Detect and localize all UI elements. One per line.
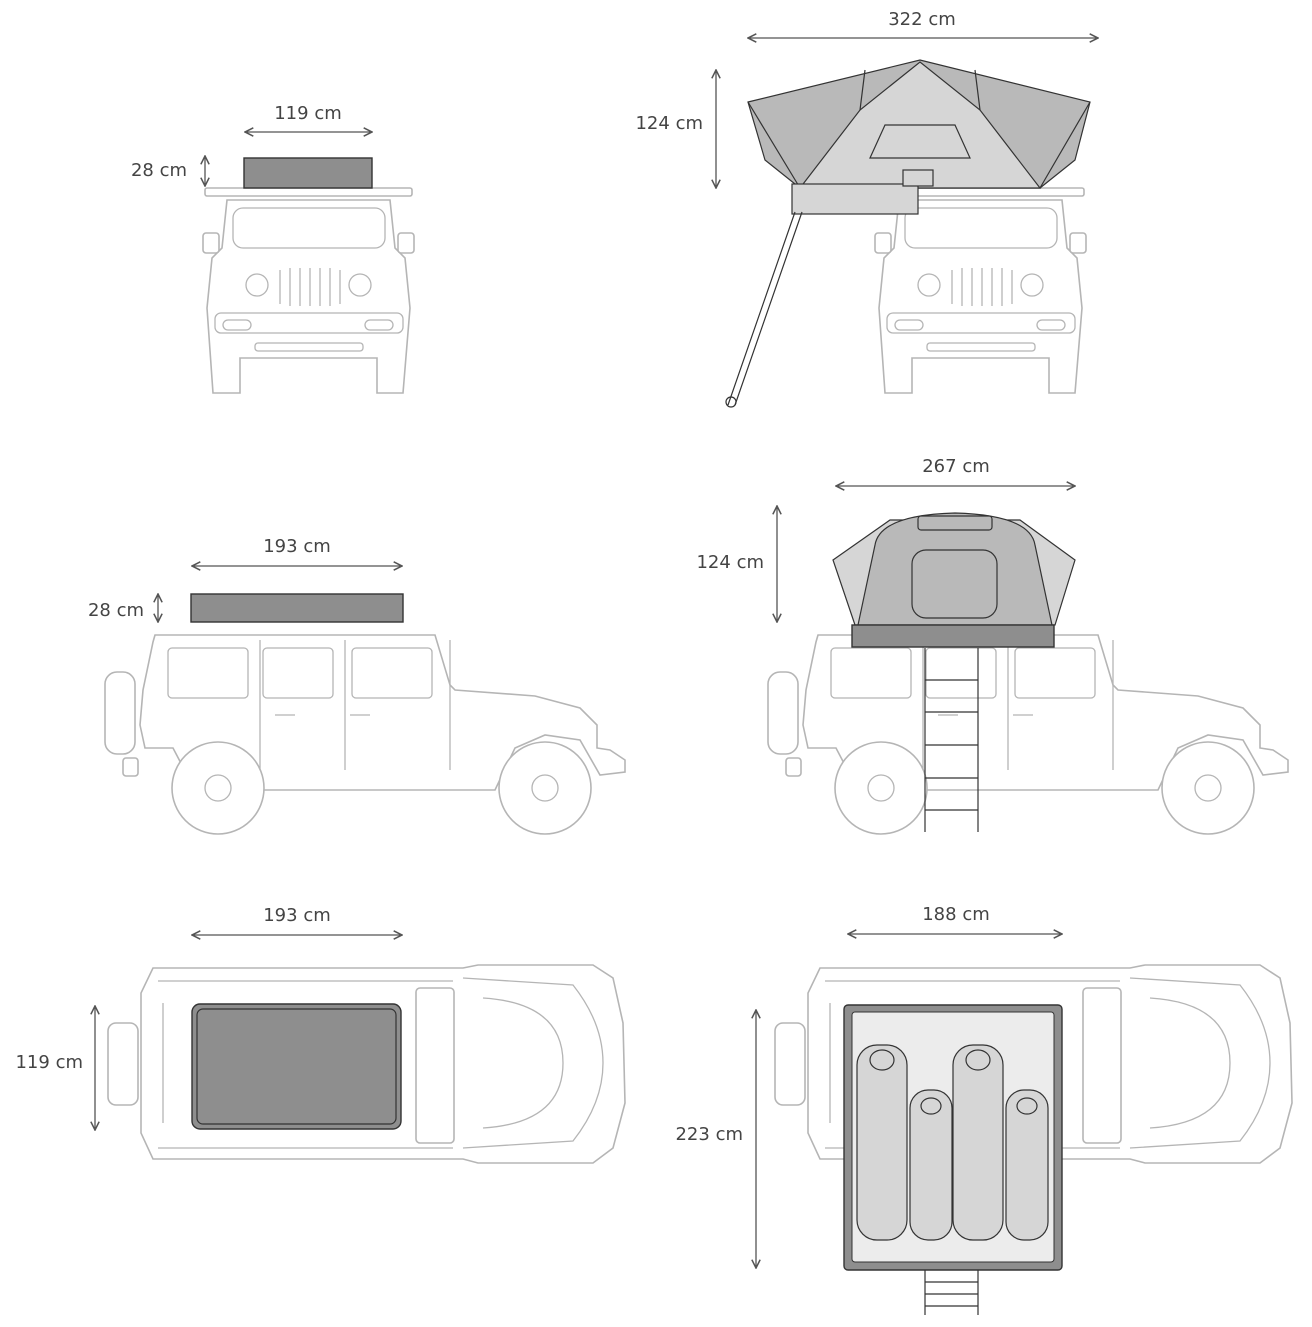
ladder (924, 1270, 979, 1315)
open-front-view: 322 cm 124 cm (635, 9, 1098, 408)
width-label: 188 cm (922, 904, 990, 925)
open-top-view: 188 cm 223 cm (675, 904, 1293, 1315)
closed-tent-box (190, 593, 404, 623)
height-label: 124 cm (696, 552, 764, 573)
width-label: 322 cm (888, 9, 956, 30)
closed-top-view: 193 cm 119 cm (15, 905, 626, 1164)
length-label: 267 cm (922, 456, 990, 477)
ladder (727, 211, 803, 406)
length-label: 223 cm (675, 1124, 743, 1145)
height-label: 124 cm (635, 113, 703, 134)
sleeping-bags (856, 1044, 1049, 1241)
open-side-view: 267 cm 124 cm (696, 456, 1289, 835)
ladder (924, 648, 979, 832)
width-label: 119 cm (15, 1052, 83, 1073)
length-label: 193 cm (263, 905, 331, 926)
height-label: 28 cm (131, 160, 187, 181)
closed-side-view: 193 cm 28 cm (88, 536, 626, 835)
closed-front-view: 119 cm 28 cm (131, 103, 415, 394)
closed-tent-box (243, 157, 373, 189)
height-label: 28 cm (88, 600, 144, 621)
width-label: 119 cm (274, 103, 342, 124)
length-label: 193 cm (263, 536, 331, 557)
closed-tent-top (191, 1003, 402, 1130)
